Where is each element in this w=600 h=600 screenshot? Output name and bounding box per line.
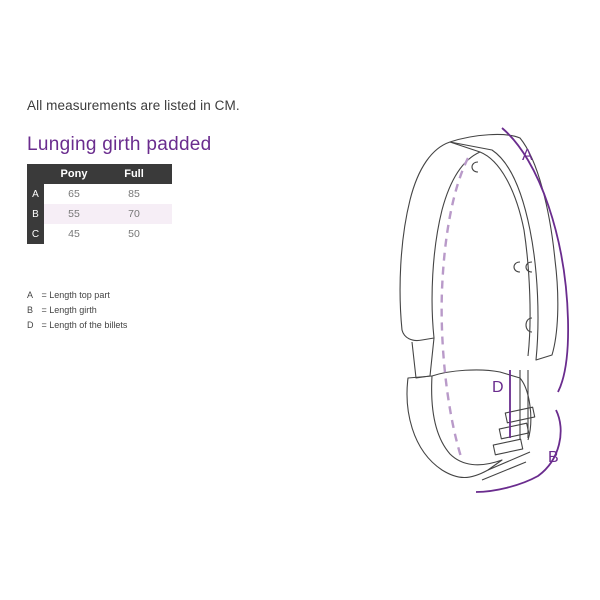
table-cell: 55 <box>44 204 104 224</box>
table-header-end <box>164 164 172 184</box>
girth-buckle <box>498 422 530 440</box>
legend: A = Length top part B = Length girth D =… <box>27 288 127 333</box>
table-spacer <box>164 204 172 224</box>
table-corner <box>27 164 44 184</box>
girth-lower-pad <box>406 375 503 479</box>
legend-item: A = Length top part <box>27 288 127 303</box>
table-spacer <box>164 184 172 204</box>
measure-line-a <box>501 127 570 393</box>
table-spacer <box>164 224 172 244</box>
row-label: A <box>27 184 44 204</box>
label-a: A <box>522 147 533 164</box>
bottom-margin <box>0 515 600 600</box>
legend-key: A <box>27 290 34 300</box>
top-margin <box>0 0 600 86</box>
girth-ring <box>513 261 521 273</box>
table-header-row: Pony Full <box>27 164 172 184</box>
legend-text: = Length top part <box>41 290 110 300</box>
girth-buckle <box>504 406 536 424</box>
measure-dashed-line <box>440 157 470 461</box>
girth-billet <box>411 337 435 379</box>
girth-buckle <box>492 438 524 456</box>
table-cell: 70 <box>104 204 164 224</box>
label-b: B <box>548 449 559 466</box>
row-label: B <box>27 204 44 224</box>
girth-top-pad <box>399 141 481 342</box>
girth-diagram: A D B <box>399 127 570 493</box>
table-row: C 45 50 <box>27 224 172 244</box>
legend-key: B <box>27 305 34 315</box>
legend-text: = Length girth <box>41 305 97 315</box>
legend-item: D = Length of the billets <box>27 318 127 333</box>
girth-ring <box>525 317 533 333</box>
legend-text: = Length of the billets <box>41 320 128 330</box>
table-row: B 55 70 <box>27 204 172 224</box>
table-cell: 45 <box>68 228 80 240</box>
table-cell: 50 <box>128 228 140 240</box>
table-cell: 65 <box>68 188 80 200</box>
measurement-note: All measurements are listed in CM. <box>27 98 240 113</box>
girth-ring <box>525 261 533 273</box>
product-title: Lunging girth padded <box>27 134 212 155</box>
girth-top-band <box>449 134 559 361</box>
table-row: A 65 85 <box>27 184 172 204</box>
label-d: D <box>492 379 504 396</box>
legend-item: B = Length girth <box>27 303 127 318</box>
girth-ring <box>471 161 479 173</box>
measure-line-b <box>475 409 562 493</box>
legend-key: D <box>27 320 34 330</box>
column-header-full: Full <box>104 164 164 184</box>
column-header-pony: Pony <box>44 164 104 184</box>
size-table: Pony Full A 65 85 B 55 70 C 45 50 <box>27 164 172 244</box>
table-cell: 85 <box>128 188 140 200</box>
row-label: C <box>27 224 44 244</box>
